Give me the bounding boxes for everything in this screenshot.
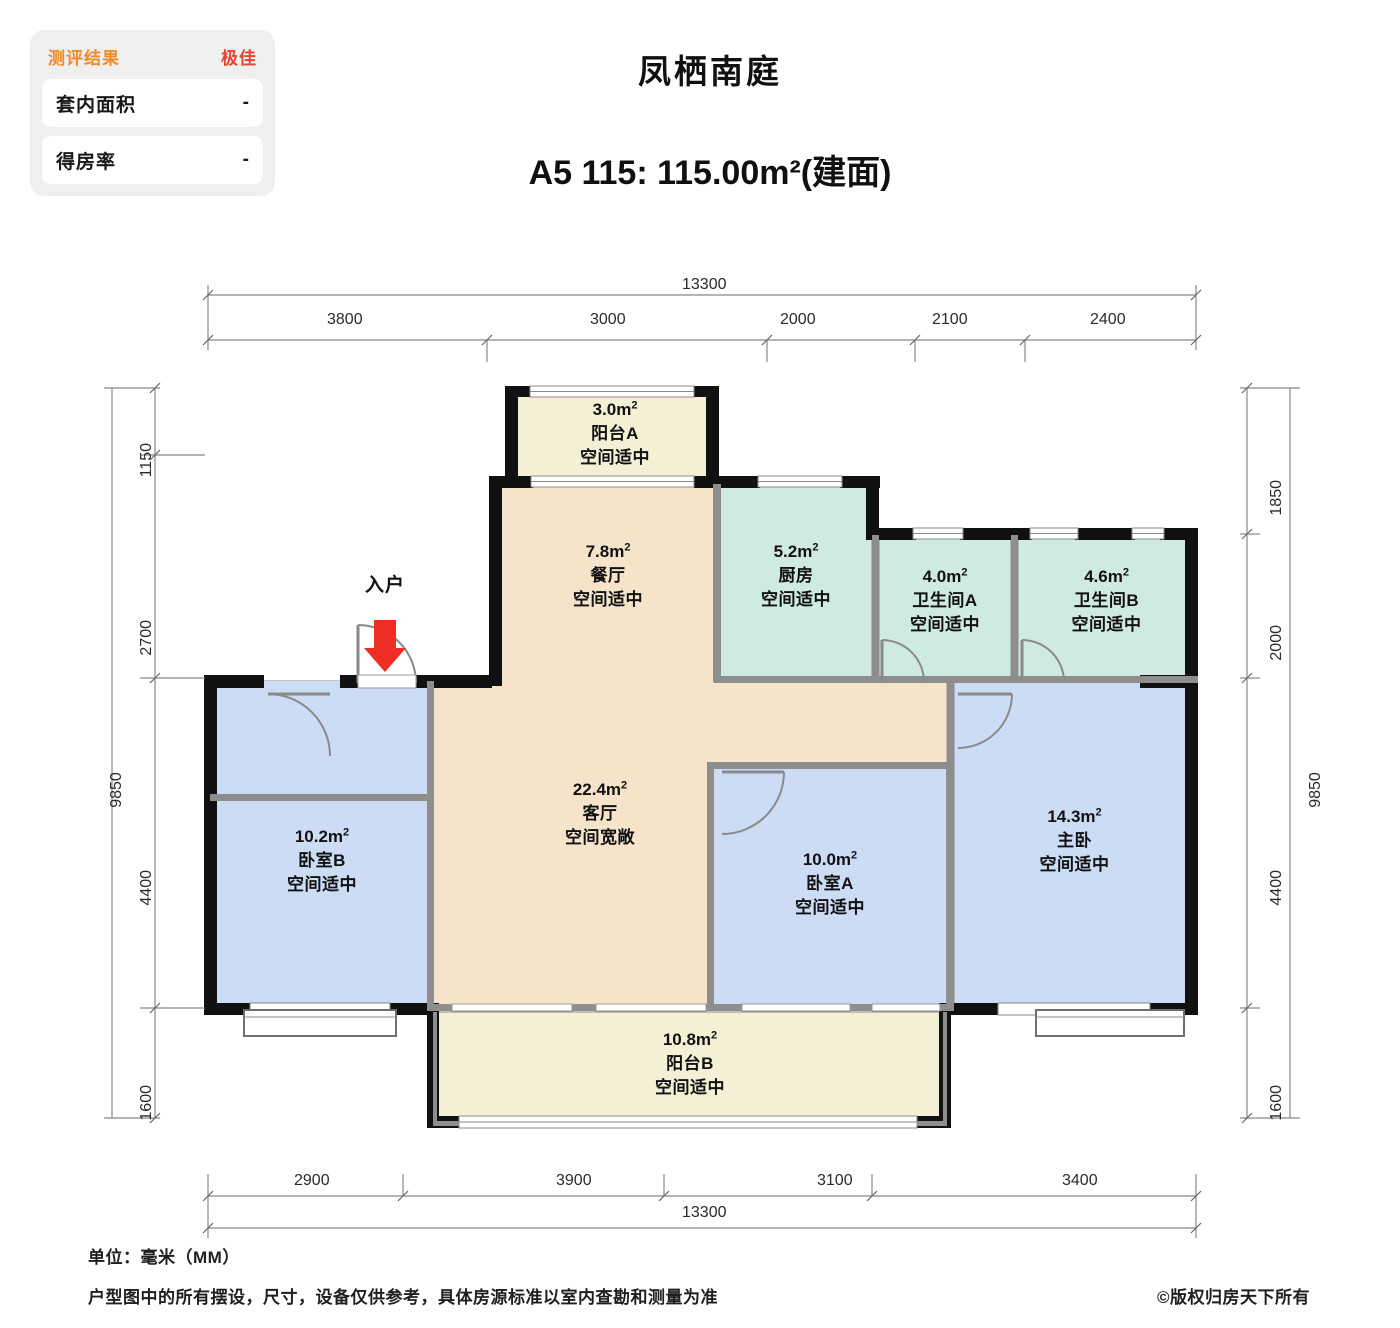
dim-top-seg-4: 2100 (932, 311, 968, 328)
wall-balcony-a-bottom-left (493, 476, 533, 488)
wall-balcony-a-left (505, 386, 518, 486)
wall-bath-a-left (872, 535, 879, 683)
evaluation-card: 测评结果 极佳 套内面积 - 得房率 - (30, 30, 275, 196)
evaluation-title: 测评结果 (48, 49, 120, 68)
wall-bedroom-b-right-upper (427, 681, 434, 801)
evaluation-row-inner-area: 套内面积 - (42, 79, 263, 127)
dim-right-total: 9850 (1307, 772, 1324, 808)
room-fill-balcony-b (432, 1011, 948, 1126)
room-fill-bedroom-a (712, 765, 948, 1010)
evaluation-grade-badge: 极佳 (221, 49, 257, 68)
wall-corridor-bottom (210, 794, 434, 801)
room-fill-bath-a (878, 534, 1012, 679)
window-balcony-b-top-living2 (595, 1003, 707, 1012)
unit-note: 单位：毫米（MM） (88, 1248, 240, 1267)
dim-bottom-seg-2: 3900 (556, 1172, 592, 1189)
wall-bath-bottom (872, 676, 1198, 683)
dim-top-seg-2: 3000 (590, 311, 626, 328)
dim-top-total: 13300 (682, 276, 727, 293)
wall-left-top (204, 675, 264, 688)
dimension-top (202, 285, 1202, 362)
dimension-right (1240, 382, 1300, 1124)
dim-right-seg-1: 1850 (1268, 480, 1285, 516)
wall-bedroom-b-bottom-right (388, 1003, 438, 1015)
wall-balcony-a-right (706, 386, 719, 486)
room-fill-kitchen (719, 483, 873, 679)
wall-living-bottom-left (433, 1004, 713, 1011)
dim-right-seg-4: 1600 (1268, 1085, 1285, 1121)
wall-bedroom-a-top (707, 762, 953, 769)
dim-top-seg-3: 2000 (780, 311, 816, 328)
dim-left-seg-2: 2700 (138, 620, 155, 656)
door-entry-opening (357, 674, 417, 689)
community-title: 凤栖南庭 (638, 53, 782, 90)
evaluation-header: 测评结果 极佳 (42, 40, 263, 79)
evaluation-row-label: 套内面积 (56, 94, 137, 116)
entry-arrow-icon (364, 620, 406, 672)
evaluation-row-usable-ratio: 得房率 - (42, 136, 263, 184)
room-fill-bath-b (1017, 534, 1196, 679)
room-fill-master (953, 680, 1196, 1010)
dim-top-seg-1: 3800 (327, 311, 363, 328)
wall-right-outer-upper (1185, 528, 1198, 684)
wall-balcony-a-top-right (692, 386, 718, 397)
dim-left-seg-4: 1600 (138, 1085, 155, 1121)
door-group (267, 624, 1065, 835)
room-fill-entry-corridor (215, 686, 428, 796)
dim-bottom-total: 13300 (682, 1204, 727, 1221)
evaluation-row-label: 得房率 (56, 151, 117, 173)
disclaimer-text: 户型图中的所有摆设，尺寸，设备仅供参考，具体房源标准以室内查勘和测量为准 (88, 1288, 718, 1307)
wall-bath-top-mid (960, 528, 1032, 540)
door-master-arc (957, 693, 1013, 749)
wall-dining-right (713, 484, 718, 682)
window-bedroom-b-bay (243, 1009, 397, 1037)
dim-bottom-seg-4: 3400 (1062, 1172, 1098, 1189)
window-balcony-b-top-living (451, 1003, 573, 1012)
dimension-left (104, 382, 205, 1124)
door-entry-arc (357, 624, 417, 684)
dim-left-total: 9850 (108, 772, 125, 808)
wall-bedroom-b-right-lower (427, 796, 434, 1011)
unit-title: A5 115: 115.00m²(建面) (528, 154, 892, 192)
wall-dining-left (489, 476, 502, 686)
door-bath-a-arc (881, 639, 925, 683)
wall-bedroom-a-left (707, 762, 714, 1010)
wall-balcony-b-outer-right (943, 1012, 947, 1125)
evaluation-row-value: - (242, 149, 249, 170)
wall-balcony-a-top-left (505, 386, 533, 397)
wall-bath-divider (1011, 535, 1018, 683)
copyright-text: ©版权归房天下所有 (1156, 1288, 1310, 1307)
wall-kitchen-right (866, 476, 879, 538)
door-bedroom-b-arc (267, 693, 331, 757)
wall-kitchen-bottom (714, 676, 874, 683)
wall-bath-top-right (1075, 528, 1135, 540)
dim-left-seg-3: 4400 (138, 870, 155, 906)
wall-master-left (947, 681, 954, 1011)
dim-bottom-seg-1: 2900 (294, 1172, 330, 1189)
dimension-bottom (202, 1174, 1202, 1238)
wall-master-bottom-left (951, 1003, 1001, 1015)
door-bath-b-arc (1021, 639, 1065, 683)
window-balcony-b-top-bedroom-a2 (871, 1003, 941, 1012)
entry-label: 入户 (365, 575, 406, 596)
evaluation-row-value: - (242, 92, 249, 113)
wall-bedroom-b-bottom-left (204, 1003, 254, 1015)
dim-left-seg-1: 1150 (138, 443, 155, 478)
window-master-bay (1035, 1009, 1185, 1037)
dim-bottom-seg-3: 3100 (817, 1172, 853, 1189)
wall-left-outer (204, 675, 217, 1015)
window-balcony-b-top-bedroom-a (741, 1003, 851, 1012)
dim-top-seg-5: 2400 (1090, 311, 1126, 328)
wall-right-outer-lower (1185, 675, 1198, 1015)
interior-wall-group (210, 484, 1198, 1126)
wall-kitchen-top-left (718, 476, 760, 488)
dim-right-seg-3: 4400 (1268, 870, 1285, 906)
room-fill-balcony-a (514, 390, 716, 482)
dim-right-seg-2: 2000 (1268, 625, 1285, 661)
wall-balcony-b-outer-left (433, 1012, 437, 1125)
window-group (243, 385, 1185, 1129)
door-bedroom-a-arc (721, 771, 785, 835)
